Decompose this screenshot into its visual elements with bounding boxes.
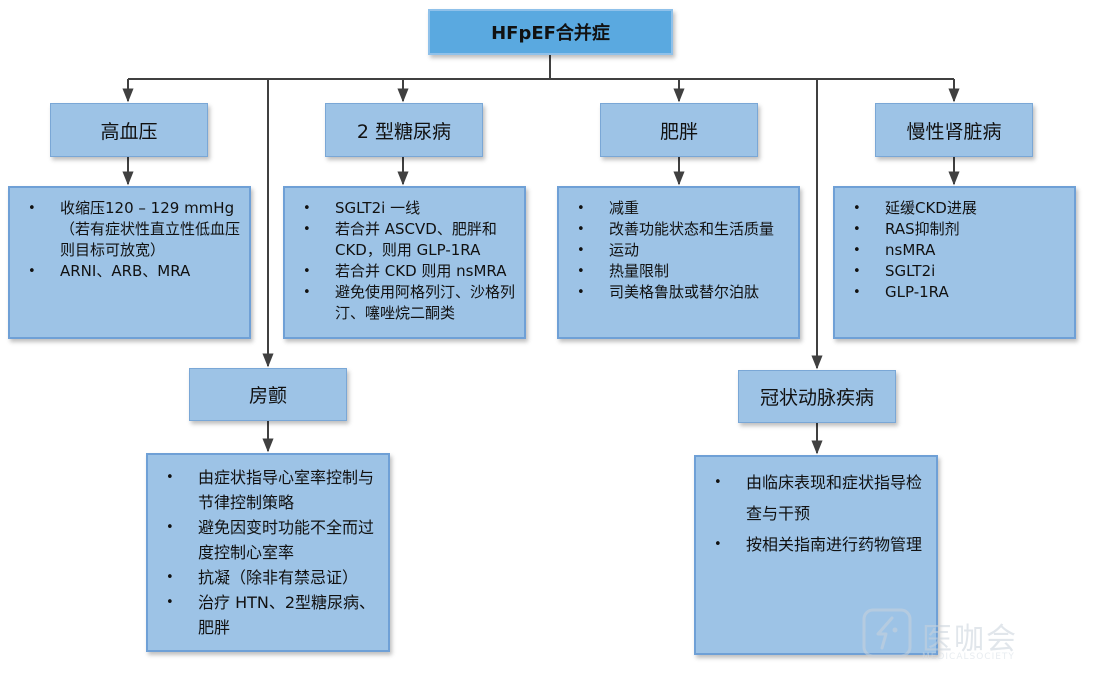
node-cad: 冠状动脉疾病 <box>738 370 896 423</box>
list-item: 若合并 CKD 则用 nsMRA <box>299 261 516 282</box>
watermark: 医咖会 MEDICALSOCIETY <box>862 606 1062 666</box>
list-item: 司美格鲁肽或替尔泊肽 <box>573 282 790 303</box>
list-item: 运动 <box>573 240 790 261</box>
list-item: 避免使用阿格列汀、沙格列汀、噻唑烷二酮类 <box>299 282 516 324</box>
watermark-text: 医咖会 <box>922 622 1018 657</box>
watermark-subtext: MEDICALSOCIETY <box>922 652 1015 662</box>
detail-diabetes: SGLT2i 一线 若合并 ASCVD、肥胖和CKD，则用 GLP-1RA 若合… <box>283 186 526 339</box>
detail-hypertension: 收缩压120 – 129 mmHg（若有症状性直立性低血压则目标可放宽） ARN… <box>8 186 251 339</box>
list-item: RAS抑制剂 <box>849 219 1066 240</box>
list-item: 收缩压120 – 129 mmHg（若有症状性直立性低血压则目标可放宽） <box>24 198 241 261</box>
list-item: 抗凝（除非有禁忌证） <box>162 565 380 590</box>
node-ckd: 慢性肾脏病 <box>875 103 1033 157</box>
node-cad-title: 冠状动脉疾病 <box>759 387 874 409</box>
list-item: nsMRA <box>849 240 1066 261</box>
watermark-logo-icon <box>862 608 912 658</box>
node-af: 房颤 <box>189 368 347 421</box>
list-item: 由临床表现和症状指导检查与干预 <box>710 467 928 529</box>
list-item: SGLT2i <box>849 261 1066 282</box>
list-item: SGLT2i 一线 <box>299 198 516 219</box>
root-title: HFpEF合并症 <box>491 23 610 44</box>
node-obesity-title: 肥胖 <box>659 120 698 143</box>
list-item: GLP-1RA <box>849 282 1066 303</box>
list-item: 避免因变时功能不全而过度控制心室率 <box>162 515 380 565</box>
detail-ckd: 延缓CKD进展 RAS抑制剂 nsMRA SGLT2i GLP-1RA <box>833 186 1076 339</box>
node-obesity: 肥胖 <box>600 103 758 157</box>
node-ckd-title: 慢性肾脏病 <box>906 120 1002 143</box>
node-af-title: 房颤 <box>248 385 287 407</box>
root-node: HFpEF合并症 <box>428 9 673 55</box>
list-item: 热量限制 <box>573 261 790 282</box>
node-hypertension-title: 高血压 <box>100 120 158 143</box>
detail-cad: 由临床表现和症状指导检查与干预 按相关指南进行药物管理 <box>694 455 938 655</box>
list-item: 改善功能状态和生活质量 <box>573 219 790 240</box>
list-item: ARNI、ARB、MRA <box>24 261 241 282</box>
list-item: 延缓CKD进展 <box>849 198 1066 219</box>
node-diabetes-title: 2 型糖尿病 <box>356 120 452 143</box>
list-item: 治疗 HTN、2型糖尿病、肥胖 <box>162 590 380 640</box>
detail-af: 由症状指导心室率控制与节律控制策略 避免因变时功能不全而过度控制心室率 抗凝（除… <box>146 453 390 652</box>
detail-obesity: 减重 改善功能状态和生活质量 运动 热量限制 司美格鲁肽或替尔泊肽 <box>557 186 800 339</box>
node-diabetes: 2 型糖尿病 <box>325 103 483 157</box>
list-item: 若合并 ASCVD、肥胖和CKD，则用 GLP-1RA <box>299 219 516 261</box>
node-hypertension: 高血压 <box>50 103 208 157</box>
list-item: 减重 <box>573 198 790 219</box>
list-item: 按相关指南进行药物管理 <box>710 529 928 560</box>
list-item: 由症状指导心室率控制与节律控制策略 <box>162 465 380 515</box>
